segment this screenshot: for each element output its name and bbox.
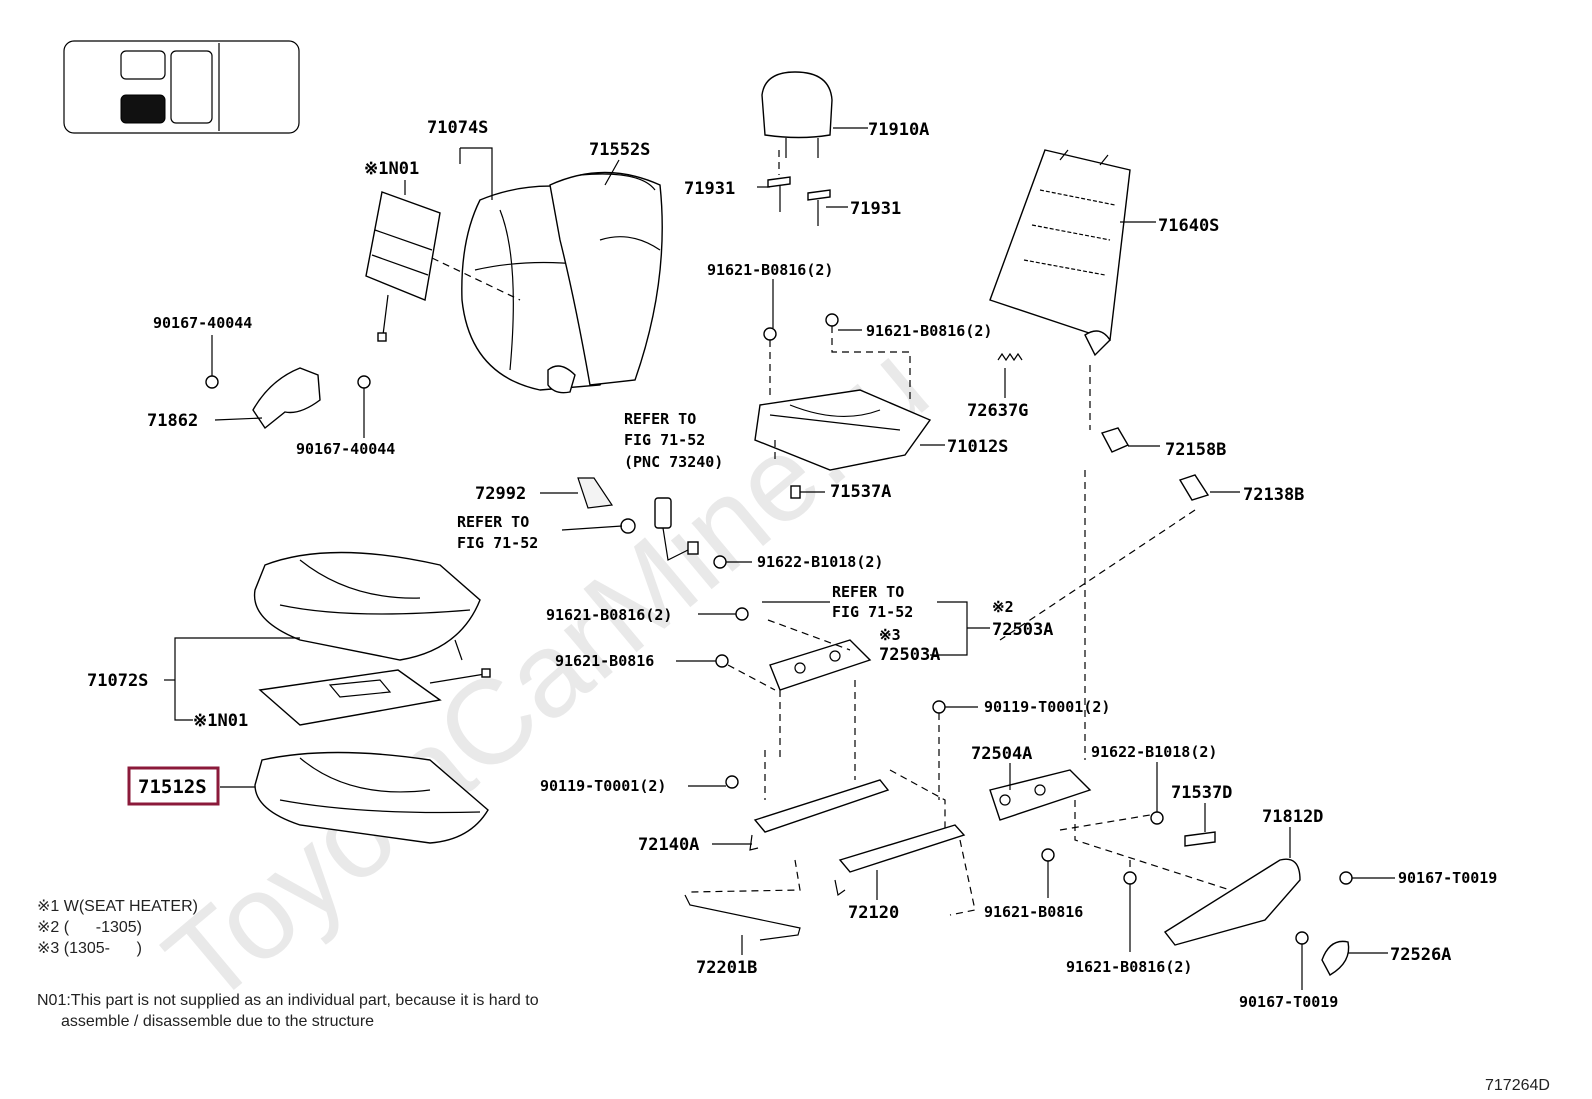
label-72503a-b: 72503A — [879, 645, 940, 665]
label-mark2: ※2 — [992, 598, 1014, 616]
label-n01-top: ※1N01 — [364, 159, 419, 179]
label-90167-t0019-a: 90167-T0019 — [1398, 869, 1497, 887]
legend-line-3: ※3 (1305- ) — [37, 940, 142, 957]
cover-72992 — [577, 477, 614, 509]
label-90119-t0001-2-b: 90119-T0001(2) — [540, 777, 666, 795]
label-90119-t0001-2-a: 90119-T0001(2) — [984, 698, 1110, 716]
cushion-heater-mat — [258, 668, 491, 726]
headrest-guides — [767, 150, 831, 226]
label-71931-b: 71931 — [850, 199, 901, 219]
cover-72138b — [1178, 474, 1210, 501]
label-91621-b0816-2-d: 91621-B0816(2) — [1066, 958, 1192, 976]
alignment-dashes — [431, 257, 1231, 916]
label-71012s: 71012S — [947, 437, 1008, 457]
label-71537a: 71537A — [830, 482, 891, 502]
pad-71537a — [790, 485, 801, 499]
label-refer3-l1: REFER TO — [832, 583, 904, 601]
rod-72201b — [684, 894, 801, 941]
part-labels: 71074S 71552S ※1N01 90167-40044 71862 90… — [87, 118, 1497, 1011]
cushion-cover — [253, 551, 481, 661]
label-71512s: 71512S — [138, 776, 207, 798]
label-n01-bottom: ※1N01 — [193, 711, 248, 731]
label-90167-t0019-b: 90167-T0019 — [1239, 993, 1338, 1011]
seatback-frame — [989, 149, 1131, 357]
seat-track-72120 — [834, 824, 966, 897]
label-72504a: 72504A — [971, 744, 1032, 764]
label-71812d: 71812D — [1262, 807, 1323, 827]
seatback-heater-mat — [365, 191, 441, 342]
label-mark3: ※3 — [879, 626, 901, 644]
diagram-id: 717264D — [1485, 1077, 1550, 1094]
label-91621-b0816-b: 91621-B0816 — [984, 903, 1083, 921]
knob-72526a — [1321, 940, 1350, 976]
seatback-pad — [547, 171, 663, 394]
cover-72158b — [1100, 427, 1130, 453]
label-71862: 71862 — [147, 411, 198, 431]
label-91621-b0816-a: 91621-B0816 — [555, 652, 654, 670]
label-72526a: 72526A — [1390, 945, 1451, 965]
label-refer1-l2: FIG 71-52 — [624, 431, 705, 449]
footnote-line-1: N01:This part is not supplied as an indi… — [37, 992, 539, 1009]
label-72201b: 72201B — [696, 958, 757, 978]
footnote: N01:This part is not supplied as an indi… — [37, 990, 539, 1032]
label-72637g: 72637G — [967, 401, 1028, 421]
seat-belt-buckle — [620, 497, 699, 561]
label-71931-a: 71931 — [684, 179, 735, 199]
label-91622-b1018-2-b: 91622-B1018(2) — [1091, 743, 1217, 761]
label-refer2-l1: REFER TO — [457, 513, 529, 531]
label-72992: 72992 — [475, 484, 526, 504]
label-refer1-l1: REFER TO — [624, 410, 696, 428]
label-71072s: 71072S — [87, 671, 148, 691]
headrest — [761, 71, 833, 158]
label-91621-b0816-2-b: 91621-B0816(2) — [866, 322, 992, 340]
shield-71812d — [1163, 858, 1301, 946]
bolts — [205, 313, 1353, 945]
label-72138b: 72138B — [1243, 485, 1304, 505]
legend: ※1 W(SEAT HEATER) ※2 ( -1305) ※3 (1305- … — [37, 896, 198, 959]
label-refer1-l3: (PNC 73240) — [624, 453, 723, 471]
legend-line-2: ※2 ( -1305) — [37, 919, 142, 936]
label-72503a-a: 72503A — [992, 620, 1053, 640]
highlight-box — [127, 766, 220, 806]
label-91622-b1018-2-a: 91622-B1018(2) — [757, 553, 883, 571]
pad-71537d — [1184, 831, 1216, 847]
seat-position-indicator — [63, 40, 300, 134]
cover-71862 — [252, 367, 321, 430]
label-72120: 72120 — [848, 903, 899, 923]
recliner-spring — [997, 352, 1023, 362]
label-91621-b0816-2-a: 91621-B0816(2) — [707, 261, 833, 279]
adjuster-72504a — [989, 769, 1092, 821]
label-71552s: 71552S — [589, 140, 650, 160]
cushion-pad — [254, 751, 489, 844]
label-71074s: 71074S — [427, 118, 488, 138]
label-71640s: 71640S — [1158, 216, 1219, 236]
cushion-frame — [754, 389, 932, 471]
label-91621-b0816-2-c: 91621-B0816(2) — [546, 606, 672, 624]
footnote-line-2: assemble / disassemble due to the struct… — [61, 1013, 375, 1030]
adjuster-72503a — [769, 639, 872, 691]
label-72158b: 72158B — [1165, 440, 1226, 460]
label-71537d: 71537D — [1171, 783, 1232, 803]
legend-line-1: ※1 W(SEAT HEATER) — [37, 898, 198, 915]
label-refer2-l2: FIG 71-52 — [457, 534, 538, 552]
seat-track-72140a — [749, 779, 890, 851]
label-refer3-l2: FIG 71-52 — [832, 603, 913, 621]
label-71910a: 71910A — [868, 120, 929, 140]
leader-lines — [164, 127, 1395, 990]
label-90167-40044-b: 90167-40044 — [296, 440, 395, 458]
label-72140a: 72140A — [638, 835, 699, 855]
label-90167-40044-a: 90167-40044 — [153, 314, 252, 332]
